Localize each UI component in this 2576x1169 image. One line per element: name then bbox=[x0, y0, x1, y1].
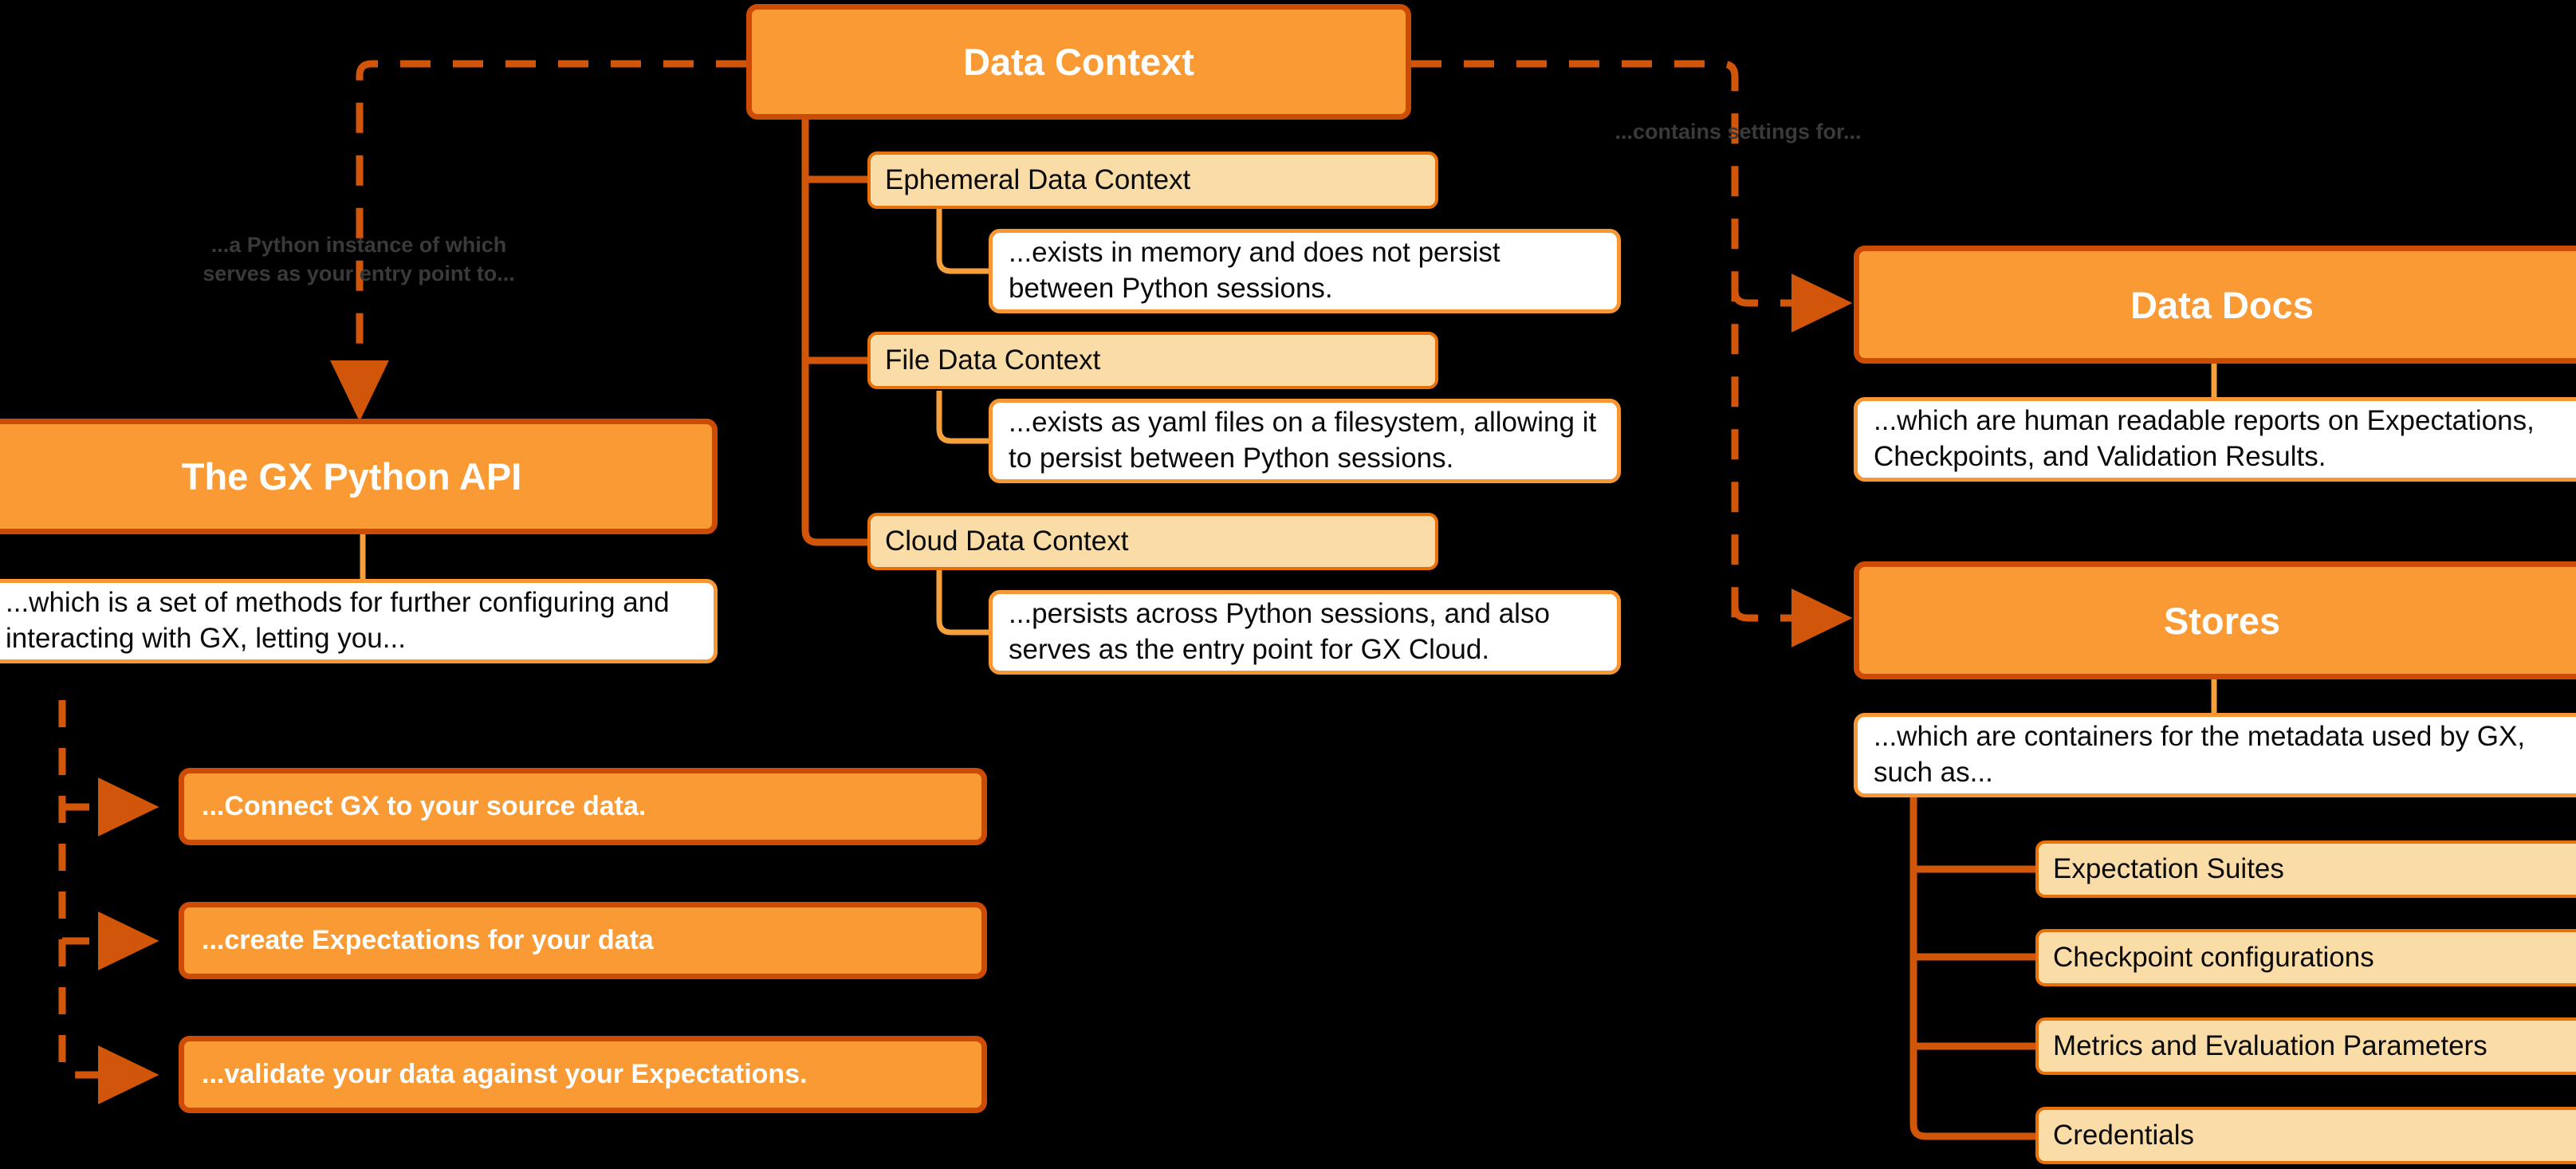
node-action-connect-label: ...Connect GX to your source data. bbox=[202, 791, 647, 821]
edge-cloud-to-note bbox=[936, 570, 989, 636]
node-action-create-label: ...create Expectations for your data bbox=[202, 925, 654, 955]
note-gx-python-api: ...which is a set of methods for further… bbox=[0, 579, 718, 663]
edge-context-to-data-docs bbox=[1731, 274, 1853, 333]
note-file-data-context: ...exists as yaml files on a filesystem,… bbox=[989, 399, 1621, 483]
note-file-text: ...exists as yaml files on a filesystem,… bbox=[1009, 407, 1597, 474]
node-gx-python-api-label: The GX Python API bbox=[181, 455, 522, 498]
node-stores-label: Stores bbox=[2163, 599, 2281, 642]
node-gx-python-api[interactable]: The GX Python API bbox=[0, 419, 718, 534]
node-data-docs[interactable]: Data Docs bbox=[1854, 246, 2576, 364]
note-ephemeral-text: ...exists in memory and does not persist… bbox=[1009, 237, 1500, 304]
note-cloud-text: ...persists across Python sessions, and … bbox=[1009, 598, 1550, 665]
node-file-data-context[interactable]: File Data Context bbox=[867, 332, 1438, 389]
edge-ephemeral-to-note bbox=[936, 209, 989, 274]
node-cloud-data-context[interactable]: Cloud Data Context bbox=[867, 513, 1438, 570]
note-stores: ...which are containers for the metadata… bbox=[1854, 713, 2576, 797]
node-action-validate-label: ...validate your data against your Expec… bbox=[202, 1059, 808, 1089]
note-data-docs: ...which are human readable reports on E… bbox=[1854, 397, 2576, 482]
note-data-docs-text: ...which are human readable reports on E… bbox=[1874, 405, 2535, 472]
node-data-context[interactable]: Data Context bbox=[746, 4, 1411, 120]
note-stores-text: ...which are containers for the metadata… bbox=[1874, 721, 2526, 788]
node-store-checkpoint-configurations-label: Checkpoint configurations bbox=[2053, 942, 2374, 973]
edge-store-items-trunk bbox=[1909, 794, 2035, 1140]
node-action-validate-data[interactable]: ...validate your data against your Expec… bbox=[179, 1036, 987, 1113]
node-ephemeral-data-context-label: Ephemeral Data Context bbox=[885, 164, 1191, 195]
node-cloud-data-context-label: Cloud Data Context bbox=[885, 525, 1129, 557]
note-cloud-data-context: ...persists across Python sessions, and … bbox=[989, 590, 1621, 675]
node-store-credentials[interactable]: Credentials bbox=[2035, 1107, 2576, 1164]
node-ephemeral-data-context[interactable]: Ephemeral Data Context bbox=[867, 152, 1438, 209]
node-data-context-label: Data Context bbox=[963, 41, 1194, 83]
node-store-expectation-suites[interactable]: Expectation Suites bbox=[2035, 840, 2576, 898]
edge-context-to-stores bbox=[1731, 588, 1853, 647]
note-gx-python-api-text: ...which is a set of methods for further… bbox=[6, 587, 670, 654]
node-store-metrics-parameters[interactable]: Metrics and Evaluation Parameters bbox=[2035, 1017, 2576, 1075]
node-action-connect-source-data[interactable]: ...Connect GX to your source data. bbox=[179, 768, 987, 845]
node-store-metrics-parameters-label: Metrics and Evaluation Parameters bbox=[2053, 1030, 2488, 1061]
node-store-credentials-label: Credentials bbox=[2053, 1120, 2195, 1151]
edge-file-to-note bbox=[936, 391, 989, 444]
node-stores[interactable]: Stores bbox=[1854, 561, 2576, 679]
edge-context-to-right-trunk bbox=[1411, 60, 1739, 618]
caption-to-python-api: ...a Python instance of which serves as … bbox=[203, 233, 515, 285]
node-store-expectation-suites-label: Expectation Suites bbox=[2053, 853, 2284, 884]
node-store-checkpoint-configurations[interactable]: Checkpoint configurations bbox=[2035, 929, 2576, 986]
node-data-docs-label: Data Docs bbox=[2130, 283, 2314, 326]
edge-actions-trunk bbox=[58, 700, 159, 1104]
note-ephemeral-data-context: ...exists in memory and does not persist… bbox=[989, 229, 1621, 313]
edge-context-types-trunk bbox=[801, 120, 867, 546]
caption-contains-settings: ...contains settings for... bbox=[1614, 120, 1862, 144]
node-action-create-expectations[interactable]: ...create Expectations for your data bbox=[179, 902, 987, 979]
node-file-data-context-label: File Data Context bbox=[885, 344, 1101, 376]
